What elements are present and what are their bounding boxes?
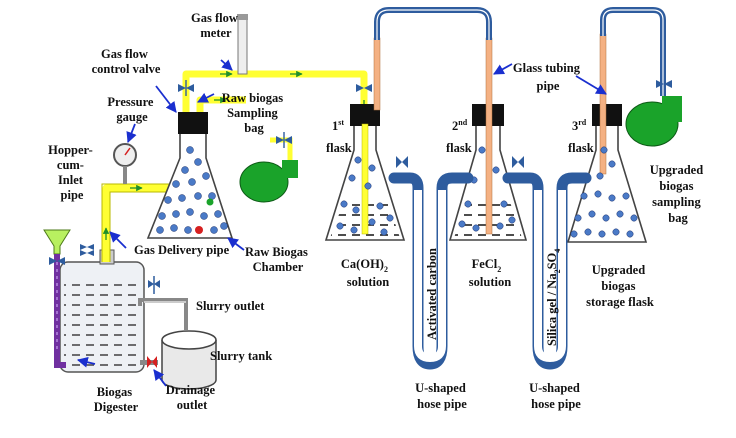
slurry-outlet-valve-icon bbox=[148, 276, 160, 294]
label-pressure-gauge: Pressure gauge bbox=[107, 95, 156, 124]
biogas-digester bbox=[59, 249, 145, 373]
flask-2 bbox=[448, 37, 528, 241]
label-drainage-outlet: Drainage outlet bbox=[166, 383, 218, 412]
label-gas-flow-control-valve: Gas flow control valve bbox=[92, 47, 161, 76]
callout-arrows bbox=[76, 59, 607, 387]
label-raw-biogas-sampling-bag: Raw biogas Sampling bag bbox=[222, 91, 287, 135]
upgraded-sampling-bag bbox=[625, 96, 682, 147]
drainage-outlet bbox=[140, 356, 158, 368]
label-slurry-tank: Slurry tank bbox=[210, 349, 272, 363]
u-hose-2-inner bbox=[534, 190, 566, 363]
glass-tubing-pipe bbox=[374, 7, 666, 96]
label-activated-carbon: Activated carbon bbox=[425, 248, 439, 340]
label-fecl2-solution: FeCl2 solution bbox=[469, 257, 511, 289]
label-u-hose-2: U-shaped hose pipe bbox=[529, 381, 583, 411]
flask-3 bbox=[566, 33, 648, 243]
label-flask-3: 3rd flask bbox=[568, 114, 594, 155]
u-hose-2 bbox=[502, 172, 592, 370]
label-raw-biogas-chamber: Raw Biogas Chamber bbox=[245, 245, 311, 274]
glass-tubing-inner bbox=[376, 9, 664, 96]
gas-flow-meter bbox=[237, 14, 248, 75]
label-upgraded-storage-flask: Upgraded biogas storage flask bbox=[586, 263, 654, 309]
raw-biogas-chamber bbox=[146, 112, 234, 239]
gas-flow-control-valve-icon bbox=[178, 80, 194, 96]
label-slurry-outlet: Slurry outlet bbox=[196, 299, 265, 313]
slurry-outlet-pipe bbox=[138, 298, 188, 330]
label-gas-delivery-pipe: Gas Delivery pipe bbox=[134, 243, 230, 257]
label-u-hose-1: U-shaped hose pipe bbox=[415, 381, 469, 411]
flask-1 bbox=[324, 37, 406, 241]
gas-delivery-valve-icon bbox=[80, 244, 94, 256]
flow-arrows bbox=[102, 70, 368, 240]
label-hopper-inlet: Hopper- cum- Inlet pipe bbox=[48, 143, 96, 202]
u-hose-1 bbox=[388, 172, 474, 370]
label-silica-gel: Silica gel / Na2SO4 bbox=[545, 249, 562, 346]
slurry-tank bbox=[161, 330, 217, 390]
label-flask-2: 2nd flask bbox=[446, 114, 472, 155]
label-caoh2-solution: Ca(OH)2 solution bbox=[341, 257, 391, 289]
label-upgraded-sampling-bag: Upgraded biogas sampling bag bbox=[650, 163, 707, 225]
flask-valve-icon bbox=[356, 80, 672, 168]
label-biogas-digester: Biogas Digester bbox=[94, 385, 139, 414]
label-glass-tubing-pipe: Glass tubing pipe bbox=[513, 61, 583, 93]
hopper-inlet bbox=[43, 229, 71, 368]
sampling-bag-valve-icon bbox=[276, 132, 292, 148]
inlet-valve-icon bbox=[49, 257, 65, 265]
label-gas-flow-meter: Gas flow meter bbox=[191, 11, 241, 40]
raw-biogas-sampling-bag bbox=[239, 137, 298, 203]
u-hose-1-inner bbox=[414, 190, 446, 363]
pressure-gauge bbox=[113, 143, 137, 184]
label-flask-1: 1st flask bbox=[326, 114, 352, 155]
